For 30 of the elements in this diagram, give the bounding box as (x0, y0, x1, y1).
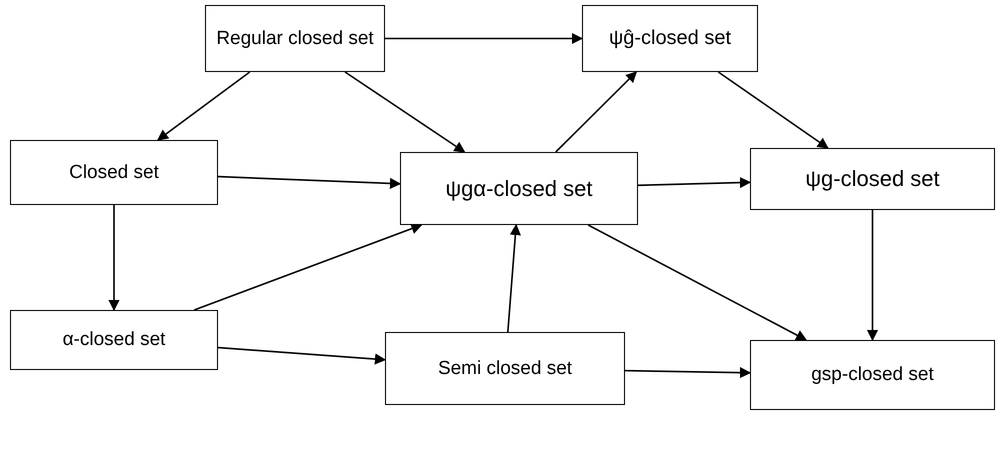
node-label: Closed set (69, 162, 159, 184)
arrow (555, 71, 638, 153)
node-label: Semi closed set (438, 358, 572, 380)
arrow (108, 205, 120, 312)
arrow (385, 32, 584, 44)
arrow (507, 224, 521, 332)
process-box (750, 148, 995, 210)
process-box (750, 340, 995, 410)
process-box (385, 332, 625, 405)
arrow (624, 367, 752, 378)
arrow (588, 224, 808, 341)
process-box (582, 5, 758, 72)
arrow (157, 71, 250, 141)
node-label: α-closed set (62, 329, 166, 351)
process-box (10, 140, 218, 205)
arrow (218, 176, 402, 189)
arrow (866, 210, 878, 342)
process-box (400, 152, 638, 225)
arrow (344, 71, 466, 153)
node-label: gsp-closed set (811, 364, 934, 386)
arrow (218, 346, 386, 365)
node-label: ψĝ-closed set (608, 27, 732, 50)
node-label: Regular closed set (216, 28, 374, 50)
node-label: ψgα-closed set (445, 176, 593, 202)
arrow (638, 176, 752, 188)
process-box (10, 310, 218, 370)
arrow (194, 223, 422, 311)
arrow (718, 71, 829, 149)
node-label: ψg-closed set (805, 166, 940, 192)
process-box (205, 5, 385, 72)
